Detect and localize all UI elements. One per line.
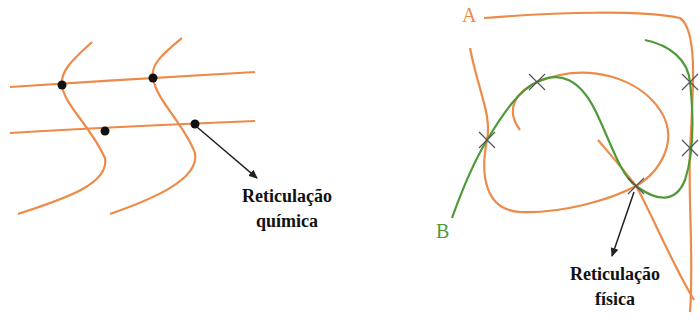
polymer-chain xyxy=(10,121,255,133)
chain-label: B xyxy=(436,220,449,242)
crosslink-dot xyxy=(149,74,158,83)
entanglement-x xyxy=(628,178,644,194)
leader-arrow xyxy=(612,192,634,256)
caption-label: Reticulação química xyxy=(222,184,352,234)
leader-arrow xyxy=(197,127,257,178)
polymer-chain xyxy=(484,13,693,312)
entanglement-marks xyxy=(479,74,698,194)
polymer-chain xyxy=(18,42,105,214)
entanglement-x xyxy=(529,74,545,90)
polymer-chain xyxy=(452,40,692,218)
polymer-chain xyxy=(10,72,255,87)
crosslink-dot xyxy=(58,81,67,90)
crosslink-dot xyxy=(101,127,110,136)
entanglement-x xyxy=(479,132,495,148)
entanglement-x xyxy=(682,74,698,90)
physical-network xyxy=(452,13,694,312)
crosslink-dots xyxy=(58,74,200,136)
chemical-network xyxy=(10,38,255,214)
polymer-chain xyxy=(110,38,195,214)
entanglement-x xyxy=(682,140,698,156)
chain-label: A xyxy=(462,4,476,26)
caption-label: Reticulação física xyxy=(550,262,680,312)
